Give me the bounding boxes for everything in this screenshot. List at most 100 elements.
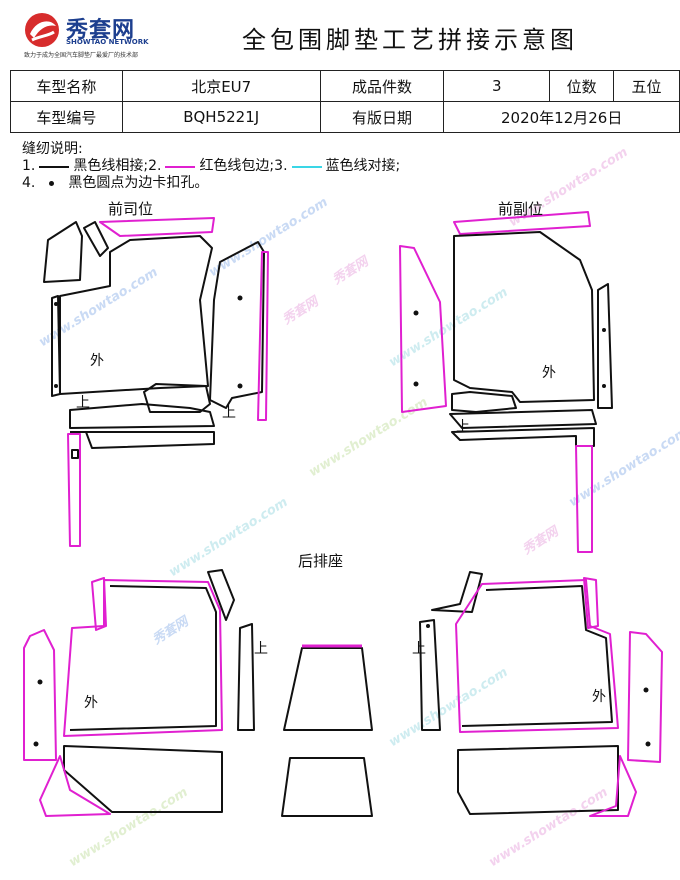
model-code-value: BQH5221J [121,101,321,133]
up-label: 上 [456,419,470,435]
clip-hole-marker [426,624,430,628]
clip-hole-marker [413,381,419,387]
clip-hole-marker [413,310,419,316]
rear-mat-group [23,569,663,817]
rear-right-lower-outer [457,745,619,815]
driver-sill-strip [69,403,215,429]
driver-left-strip [51,295,61,397]
driver-top-strip [99,217,215,237]
clip-hole-marker [602,384,606,388]
driver-heel-block [143,383,211,413]
rear-center-lower [281,757,373,817]
note-4-number: 4. [22,175,36,191]
note-3-number: 3. [274,158,288,174]
note-3-text: 蓝色线对接; [325,158,401,174]
date-value: 2020年12月26日 [443,101,680,133]
red-line-icon [165,165,196,168]
passenger-sill-strip [449,409,597,429]
up-label: 上 [412,641,426,657]
driver-main-mat [59,235,213,395]
note-4-text: 黑色圆点为边卡扣孔。 [68,175,209,191]
passenger-right-strip [597,283,613,409]
driver-small-piece [83,221,109,257]
notes-line-2: 4. 黑色圆点为边卡扣孔。 [22,175,400,192]
clip-hole-marker [54,302,58,306]
blue-line-icon [291,165,322,168]
model-name-value: 北京EU7 [121,70,321,102]
rear-left-corner [207,569,235,621]
rear-right-corner [431,571,483,613]
rear-left-side-panel [23,629,57,761]
passenger-top-strip [453,211,591,235]
outside-label: 外 [542,365,556,381]
outside-label: 外 [592,689,606,705]
up-label: 上 [222,405,236,421]
seat-label: 位数 [549,70,615,102]
clip-hole-marker [37,679,43,685]
logo-mark-icon [25,13,59,47]
notes-heading: 缝纫说明: [22,141,83,157]
up-label: 上 [76,395,90,411]
rear-left-lower-outer [63,745,223,813]
driver-right-panel [209,241,265,409]
outside-label: 外 [90,353,104,369]
notes-line-1: 1. 黑色线相接; 2. 红色线包边; 3. 蓝色线对接; [22,158,400,175]
date-label: 有版日期 [319,101,445,133]
note-1-number: 1. [22,158,36,174]
passenger-main-mat [453,231,595,403]
driver-heel-pad [43,221,83,283]
rear-left-tunnel-strip [237,623,255,731]
rear-left-main-inner [69,585,217,731]
driver-right-binding [257,251,269,421]
note-2-number: 2. [148,158,162,174]
passenger-lower-strip [451,427,595,447]
document-title: 全包围脚垫工艺拼接示意图 [242,26,578,54]
passenger-heel-block [451,391,517,413]
rear-right-main-outer [455,579,619,733]
note-1-text: 黑色线相接; [73,158,149,174]
logo-text: 秀套网 [66,18,136,43]
black-line-icon [39,165,70,168]
model-code-label: 车型编号 [10,101,123,133]
clip-hole-marker [237,295,243,301]
rear-left-main-outer [63,579,223,737]
table-row: 车型编号 BQH5221J 有版日期 2020年12月26日 [10,101,680,133]
rear-left-lower-binding [39,755,111,817]
logo-subtitle: SHOWTAO NETWORK [66,38,149,46]
clip-hole-marker [237,383,243,389]
passenger-rear-binding [575,445,593,553]
clip-hole-marker [643,687,649,693]
up-label: 上 [254,641,268,657]
sewing-notes: 缝纫说明: 1. 黑色线相接; 2. 红色线包边; 3. 蓝色线对接; 4. 黑… [22,141,400,192]
seat-value: 五位 [613,70,680,102]
header: 秀套网 SHOWTAO NETWORK 致力于成为全国汽车脚垫厂最爱厂的技术部 … [0,0,680,70]
rear-right-side-panel [627,631,663,763]
note-2-text: 红色线包边; [199,158,275,174]
rear-left-tab [91,577,107,631]
passenger-mat-group [399,211,613,553]
driver-lower-strip [70,431,215,449]
rear-center-hump [283,647,373,731]
driver-clip-marker [71,449,79,459]
driver-mat-group [43,217,269,547]
logo: 秀套网 SHOWTAO NETWORK 致力于成为全国汽车脚垫厂最爱厂的技术部 [22,10,162,59]
section-label-passenger: 前副位 [498,200,544,218]
clip-holes [33,295,651,747]
driver-rear-binding [67,433,81,547]
clip-hole-marker [54,384,58,388]
outside-label: 外 [84,695,98,711]
clip-hole-marker [645,741,651,747]
rear-right-lower-binding [589,755,637,817]
clip-hole-marker [33,741,39,747]
clip-hole-marker [602,328,606,332]
rear-right-main-inner [461,585,613,727]
section-label-rear: 后排座 [298,552,344,570]
black-dot-icon [49,181,55,186]
rear-right-tab [583,577,599,629]
info-table: 车型名称 北京EU7 成品件数 3 位数 五位 车型编号 BQH5221J 有版… [10,70,680,133]
logo-slogan: 致力于成为全国汽车脚垫厂最爱厂的技术部 [24,52,139,59]
section-label-driver: 前司位 [108,200,154,218]
rear-right-tunnel-strip [419,619,441,731]
